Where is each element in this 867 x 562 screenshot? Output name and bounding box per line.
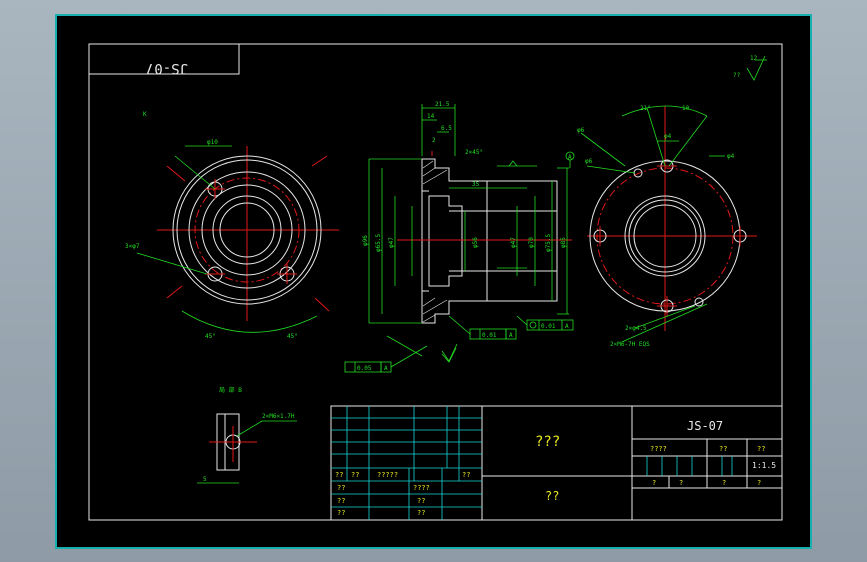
stamp-box: JS-07 bbox=[88, 43, 240, 76]
tolerance-1-value: 0.05 bbox=[357, 365, 372, 372]
left-row-3-cell-1: ?? bbox=[337, 497, 345, 505]
left-row-1-cell-1: ?? bbox=[335, 471, 343, 479]
drawing-canvas: JS-07 12 ?? bbox=[88, 43, 783, 521]
left-row-1-cell-3: ????? bbox=[377, 471, 398, 479]
arrow-label: K bbox=[143, 111, 147, 118]
dim-phi75-5: φ75.5 bbox=[545, 234, 552, 252]
dim-angle-right: 45° bbox=[287, 333, 298, 340]
dim-angle-left: 45° bbox=[205, 333, 216, 340]
dim-phi6: φ6 bbox=[577, 127, 585, 134]
tolerance-frame-1: 0.05 A bbox=[344, 345, 428, 373]
title-block: ??? ?? JS-07 ???? ?? ?? 1:1.5 ? ? ? ? ??… bbox=[330, 405, 783, 521]
dim-35: 35 bbox=[472, 181, 480, 188]
left-row-2-cell-3: ???? bbox=[413, 484, 430, 492]
part-name: ??? bbox=[535, 434, 560, 450]
detail-note: 2×M6×1.7H bbox=[262, 413, 295, 420]
dim-hole: φ10 bbox=[207, 139, 218, 146]
dim-angle-45: 10 bbox=[682, 105, 690, 112]
dim-6-5: 6.5 bbox=[441, 125, 452, 132]
dim-phi56: φ56 bbox=[472, 237, 479, 248]
dim-holes-3x: 3×φ7 bbox=[125, 243, 140, 250]
left-row-4-cell-1: ?? bbox=[337, 509, 345, 517]
bottom-cell-3: ? bbox=[722, 479, 726, 487]
bottom-cell-2: ? bbox=[679, 479, 683, 487]
tolerance-3-ref: A bbox=[565, 323, 569, 330]
header-3: ?? bbox=[757, 445, 765, 453]
left-row-3-cell-3: ?? bbox=[417, 497, 425, 505]
drawing-number: JS-07 bbox=[687, 419, 723, 433]
tolerance-1-ref: A bbox=[384, 365, 388, 372]
left-row-1-cell-5: ?? bbox=[462, 471, 470, 479]
dim-phi47-left: φ47 bbox=[388, 237, 395, 248]
bottom-cell-4: ? bbox=[757, 479, 761, 487]
drawing-border bbox=[88, 43, 783, 521]
left-row-4-cell-3: ?? bbox=[417, 509, 425, 517]
dim-phi65-5: φ65.5 bbox=[375, 234, 382, 252]
dim-thread: 2×M6-7H EQS bbox=[610, 341, 650, 348]
roughness-mark: ?? bbox=[733, 72, 741, 79]
tolerance-2-value: 0.01 bbox=[482, 332, 497, 339]
stamp-code: JS-07 bbox=[146, 60, 188, 76]
dim-2: 2 bbox=[432, 137, 436, 144]
roughness-value: 12 bbox=[750, 55, 758, 62]
tolerance-frame-2: 0.01 A bbox=[448, 315, 517, 340]
detail-view: 局 部 B 2×M6×1.7H 5 bbox=[197, 386, 297, 484]
tolerance-2-ref: A bbox=[509, 332, 513, 339]
angle-label-a: 21° bbox=[640, 105, 651, 112]
section-view: 21.5 14 6.5 2 2×45° bbox=[344, 101, 575, 373]
roughness-symbol: 12 ?? bbox=[733, 55, 767, 81]
tolerance-frame-3: 0.01 A bbox=[516, 315, 574, 331]
side-view: 2×M6-7H EQS 21° 10 φ4 φ6 φ6 φ4 2×φ4.5 2×… bbox=[577, 105, 757, 348]
drawing-sheet: JS-07 12 ?? bbox=[55, 14, 812, 549]
left-row-1-cell-2: ?? bbox=[351, 471, 359, 479]
dim-phi85: φ85 bbox=[560, 237, 567, 248]
detail-label: 局 部 B bbox=[219, 386, 242, 394]
header-2: ?? bbox=[719, 445, 727, 453]
dim-phi4: φ4 bbox=[727, 153, 735, 160]
scale-value: 1:1.5 bbox=[752, 461, 776, 470]
dim-phi70: φ70 bbox=[528, 237, 535, 248]
tolerance-3-value: 0.01 bbox=[541, 323, 556, 330]
header-1: ???? bbox=[650, 445, 667, 453]
dim-phi6-b: φ6 bbox=[585, 158, 593, 165]
bottom-cell-1: ? bbox=[652, 479, 656, 487]
dim-phi47-right: φ47 bbox=[510, 237, 517, 248]
datum-a: A bbox=[568, 154, 572, 161]
dim-14: 14 bbox=[427, 113, 435, 120]
dim-holes-2x: 2×φ4.5 bbox=[625, 325, 647, 332]
dim-chamfer: 2×45° bbox=[465, 149, 483, 156]
left-row-2-cell-1: ?? bbox=[337, 484, 345, 492]
dim-phi96: φ96 bbox=[362, 235, 369, 246]
detail-dim: 5 bbox=[203, 476, 207, 483]
front-view: φ10 3×φ7 K 45° 45° bbox=[125, 111, 339, 340]
dim-top-width: 21.5 bbox=[435, 101, 450, 108]
company-name: ?? bbox=[545, 489, 559, 503]
dim-10: φ4 bbox=[664, 133, 672, 140]
